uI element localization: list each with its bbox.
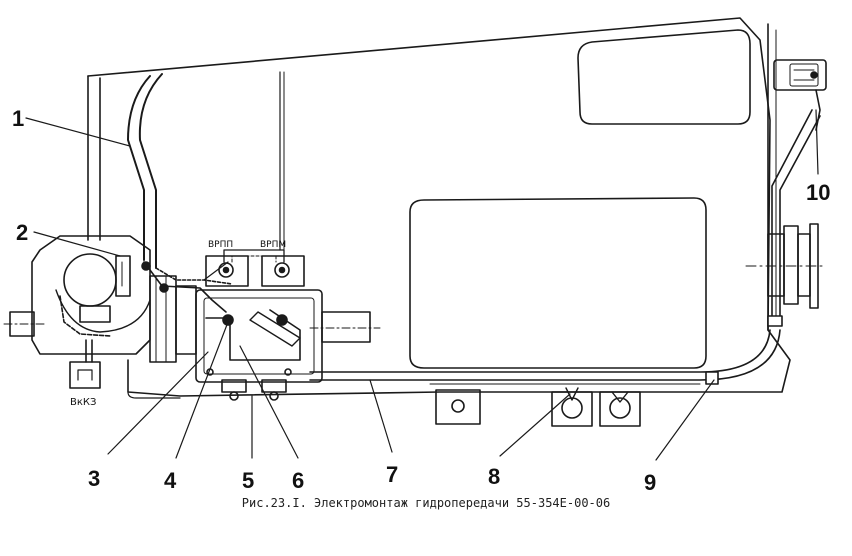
tag-vrpm: ВРПМ (260, 240, 286, 250)
relay-pair (205, 71, 305, 287)
callout-6: 6 (292, 468, 304, 493)
left-gearbox (3, 235, 197, 389)
figure-caption: Рис.23.I. Электромонтаж гидропередачи 55… (241, 496, 611, 510)
leader-lines (25, 109, 819, 461)
harness-tube-1 (127, 73, 233, 313)
callout-1: 1 (12, 106, 24, 131)
bottom-sensors (435, 387, 641, 427)
device-tags: ВРПП ВРПМ ВкКЗ (70, 240, 286, 408)
tag-vkkz: ВкКЗ (70, 397, 96, 408)
callout-7: 7 (386, 462, 398, 487)
sensor-10 (767, 59, 827, 327)
callout-3: 3 (88, 466, 100, 491)
callout-4: 4 (164, 468, 177, 493)
callout-8: 8 (488, 464, 500, 489)
callout-10: 10 (806, 180, 830, 205)
callout-9: 9 (644, 470, 656, 495)
harness-bottom (309, 329, 781, 385)
callout-5: 5 (242, 468, 254, 493)
tag-vrpp: ВРПП (208, 240, 233, 250)
output-flange (745, 223, 827, 309)
transmission-housing (87, 17, 791, 399)
callout-labels: 1 2 3 4 5 6 7 8 9 10 (12, 106, 830, 495)
switch-block (195, 289, 381, 401)
callout-2: 2 (16, 220, 28, 245)
